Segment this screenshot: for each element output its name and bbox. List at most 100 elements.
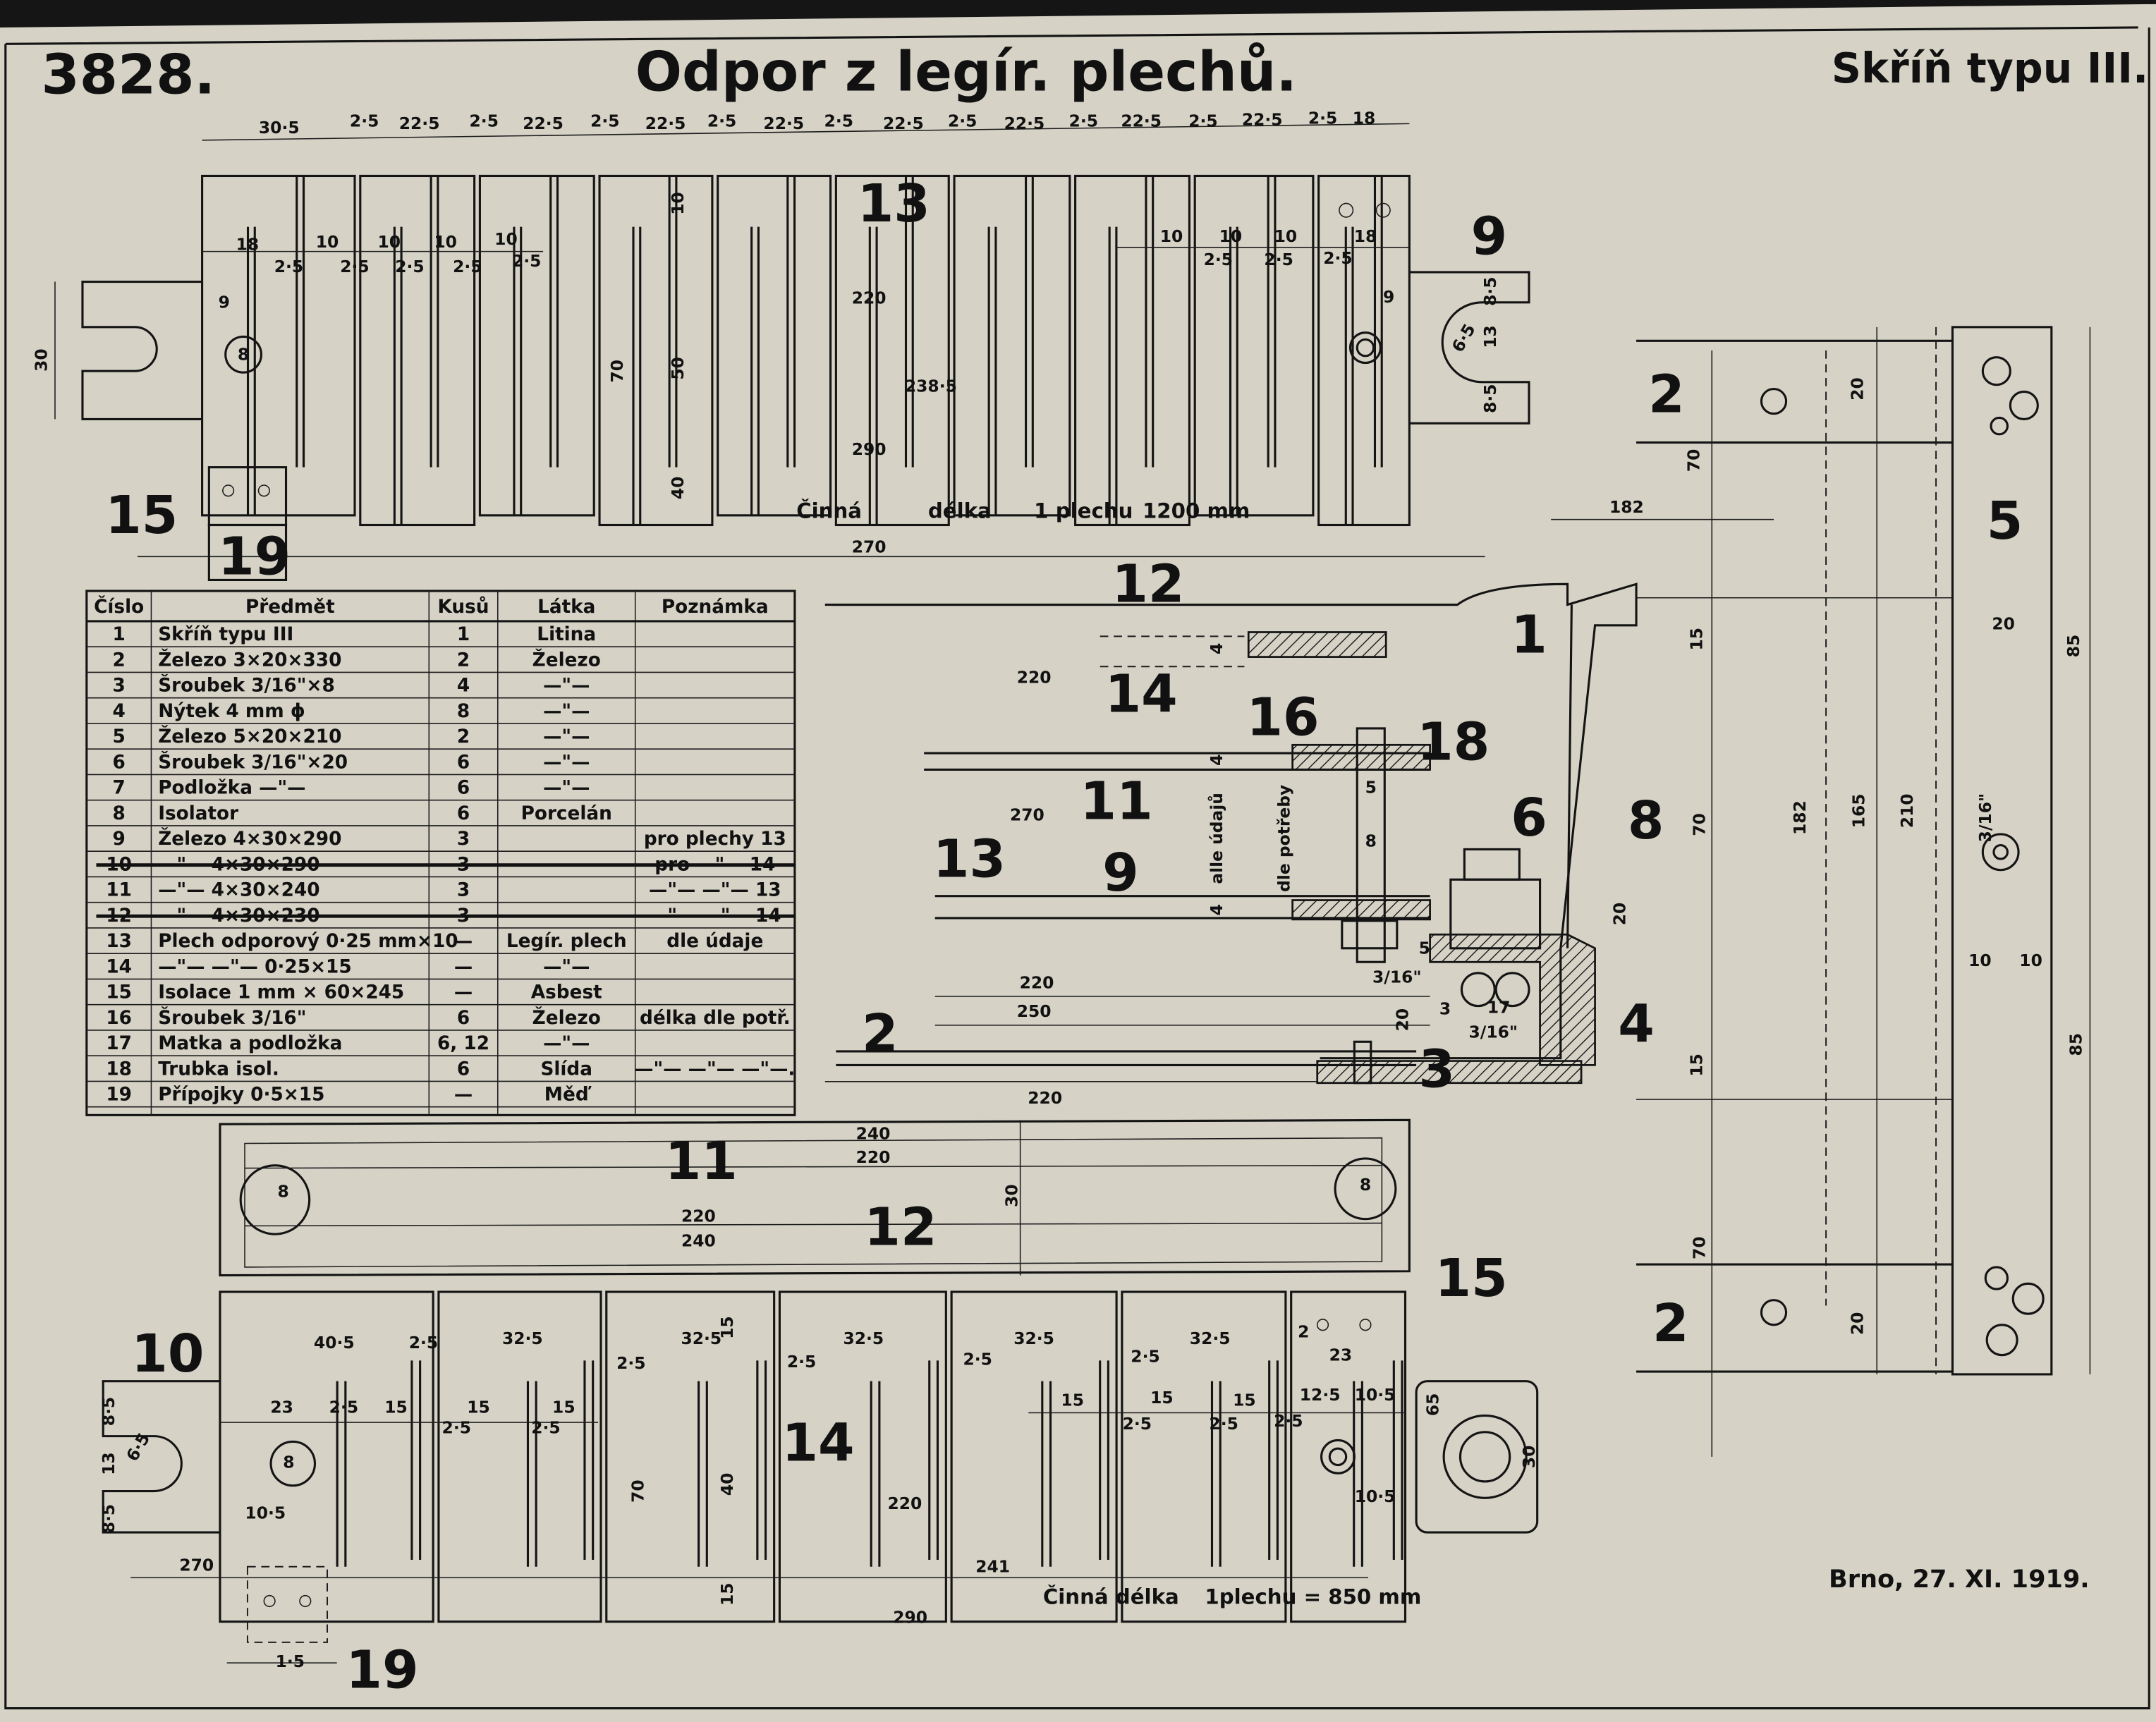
sheet-segment	[359, 174, 476, 527]
part-callout-9: 9	[1102, 843, 1139, 903]
dimension-label: 2·5	[274, 257, 303, 276]
dimension-label: 22·5	[1121, 111, 1162, 130]
sheet-segment	[437, 1290, 602, 1623]
part-callout-13: 13	[858, 173, 930, 234]
dimension-label: 40	[717, 1473, 737, 1496]
dimension-label: 290	[893, 1608, 927, 1628]
dimension-label: 270	[179, 1556, 214, 1575]
dimension-label: 2·5	[350, 111, 379, 130]
dimension-label: 2·5	[453, 257, 482, 276]
dimension-label: 10	[1968, 951, 1992, 970]
dimension-label: 2·5	[409, 1333, 438, 1352]
dimension-label: 3/16"	[1975, 793, 1995, 843]
dimension-label: 22·5	[645, 114, 686, 133]
dimension-label: 240	[856, 1124, 891, 1144]
dimension-label: 70	[607, 360, 627, 383]
dimension-label: 18	[1353, 108, 1376, 128]
dimension-label: dle potřeby	[1274, 785, 1294, 892]
bottom-note-length-value: 1plechu = 850 mm	[1205, 1584, 1421, 1608]
dimension-label: 3/16"	[1372, 967, 1422, 987]
table-cell-material: —"—	[543, 676, 590, 697]
table-cell-item: —"— —"— 0·25×15	[158, 956, 351, 977]
dimension-label: 240	[681, 1231, 716, 1251]
sheet-segment	[598, 174, 714, 527]
table-header-cell: Poznámka	[662, 597, 769, 618]
dimension-label: 20	[1392, 1008, 1412, 1032]
dimension-label: 2	[1298, 1321, 1309, 1341]
part-callout-12: 12	[864, 1197, 937, 1258]
dimension-label: 220	[856, 1147, 891, 1167]
part-callout-6: 6	[1511, 788, 1547, 848]
table-cell-item: Železo 5×20×210	[158, 725, 341, 747]
table-cell-note: délka dle potř.	[640, 1008, 791, 1029]
dimension-label: 10	[2019, 951, 2042, 970]
table-cell-item: Nýtek 4 mm ϕ	[158, 701, 305, 722]
dimension-label: 2·5	[442, 1418, 471, 1438]
table-cell-qty: 6	[457, 1058, 470, 1080]
dimension-label: 12·5	[1300, 1385, 1341, 1405]
table-cell-item: Matka a podložka	[158, 1033, 342, 1054]
dimension-label: 2·5	[1069, 111, 1098, 130]
table-cell-material: Měď	[544, 1085, 592, 1106]
sheet-border	[4, 26, 2150, 1710]
table-cell-note: pro plechy 13	[644, 829, 786, 850]
dimension-label: 40	[668, 477, 688, 500]
dimension-label: 10	[377, 232, 401, 252]
table-cell-qty: —	[454, 1085, 473, 1106]
dimension-label: 250	[1017, 1001, 1052, 1021]
part-callout-12: 12	[1112, 554, 1184, 615]
table-cell-qty: —	[454, 931, 473, 952]
dimension-label: 2·5	[1274, 1411, 1303, 1431]
table-cell-qty: —	[454, 982, 473, 1003]
dimension-label: 10	[1274, 226, 1298, 246]
dimension-label: 2·5	[1131, 1346, 1159, 1366]
table-cell-qty: 8	[457, 701, 470, 722]
table-cell-no: 3	[112, 676, 125, 697]
dimension-label: 40·5	[314, 1333, 355, 1352]
table-cell-item: Podložka —"—	[158, 778, 305, 799]
dimension-label: 8·5	[99, 1397, 118, 1426]
dimension-label: 32·5	[681, 1329, 721, 1348]
table-cell-material: —"—	[543, 701, 590, 722]
part-callout-5: 5	[1987, 491, 2023, 551]
table-cell-qty: 6	[457, 778, 470, 799]
table-cell-item: Isolace 1 mm × 60×245	[158, 982, 404, 1003]
sheet-segment	[778, 1290, 947, 1623]
table-cell-note: —"— —"— —"—.	[635, 1058, 795, 1080]
dimension-label: 15	[1687, 1054, 1707, 1077]
dimension-label: 10	[434, 232, 457, 252]
table-cell-material: Porcelán	[521, 803, 612, 824]
sheet-segment	[1290, 1290, 1407, 1623]
dimension-label: 2·5	[948, 111, 977, 130]
table-cell-material: —"—	[543, 752, 590, 773]
table-cell-no: 2	[112, 649, 125, 671]
part-callout-13: 13	[933, 829, 1006, 889]
place-date: Brno, 27. XI. 1919.	[1829, 1565, 2090, 1594]
table-header-cell: Předmět	[245, 597, 335, 618]
sheet-segment	[950, 1290, 1118, 1623]
dimension-label: 30	[1002, 1184, 1022, 1207]
table-cell-material: Legír. plech	[506, 931, 627, 952]
dimension-label: 70	[1684, 449, 1704, 472]
part-callout-14: 14	[1105, 664, 1178, 725]
table-cell-no: 16	[106, 1008, 132, 1029]
dimension-label: 65	[1423, 1393, 1442, 1417]
table-cell-item: Železo 4×30×290	[158, 827, 341, 850]
dimension-label: 210	[1897, 793, 1917, 828]
part-callout-11: 11	[665, 1131, 738, 1192]
dimension-label: 70	[1690, 1236, 1710, 1259]
